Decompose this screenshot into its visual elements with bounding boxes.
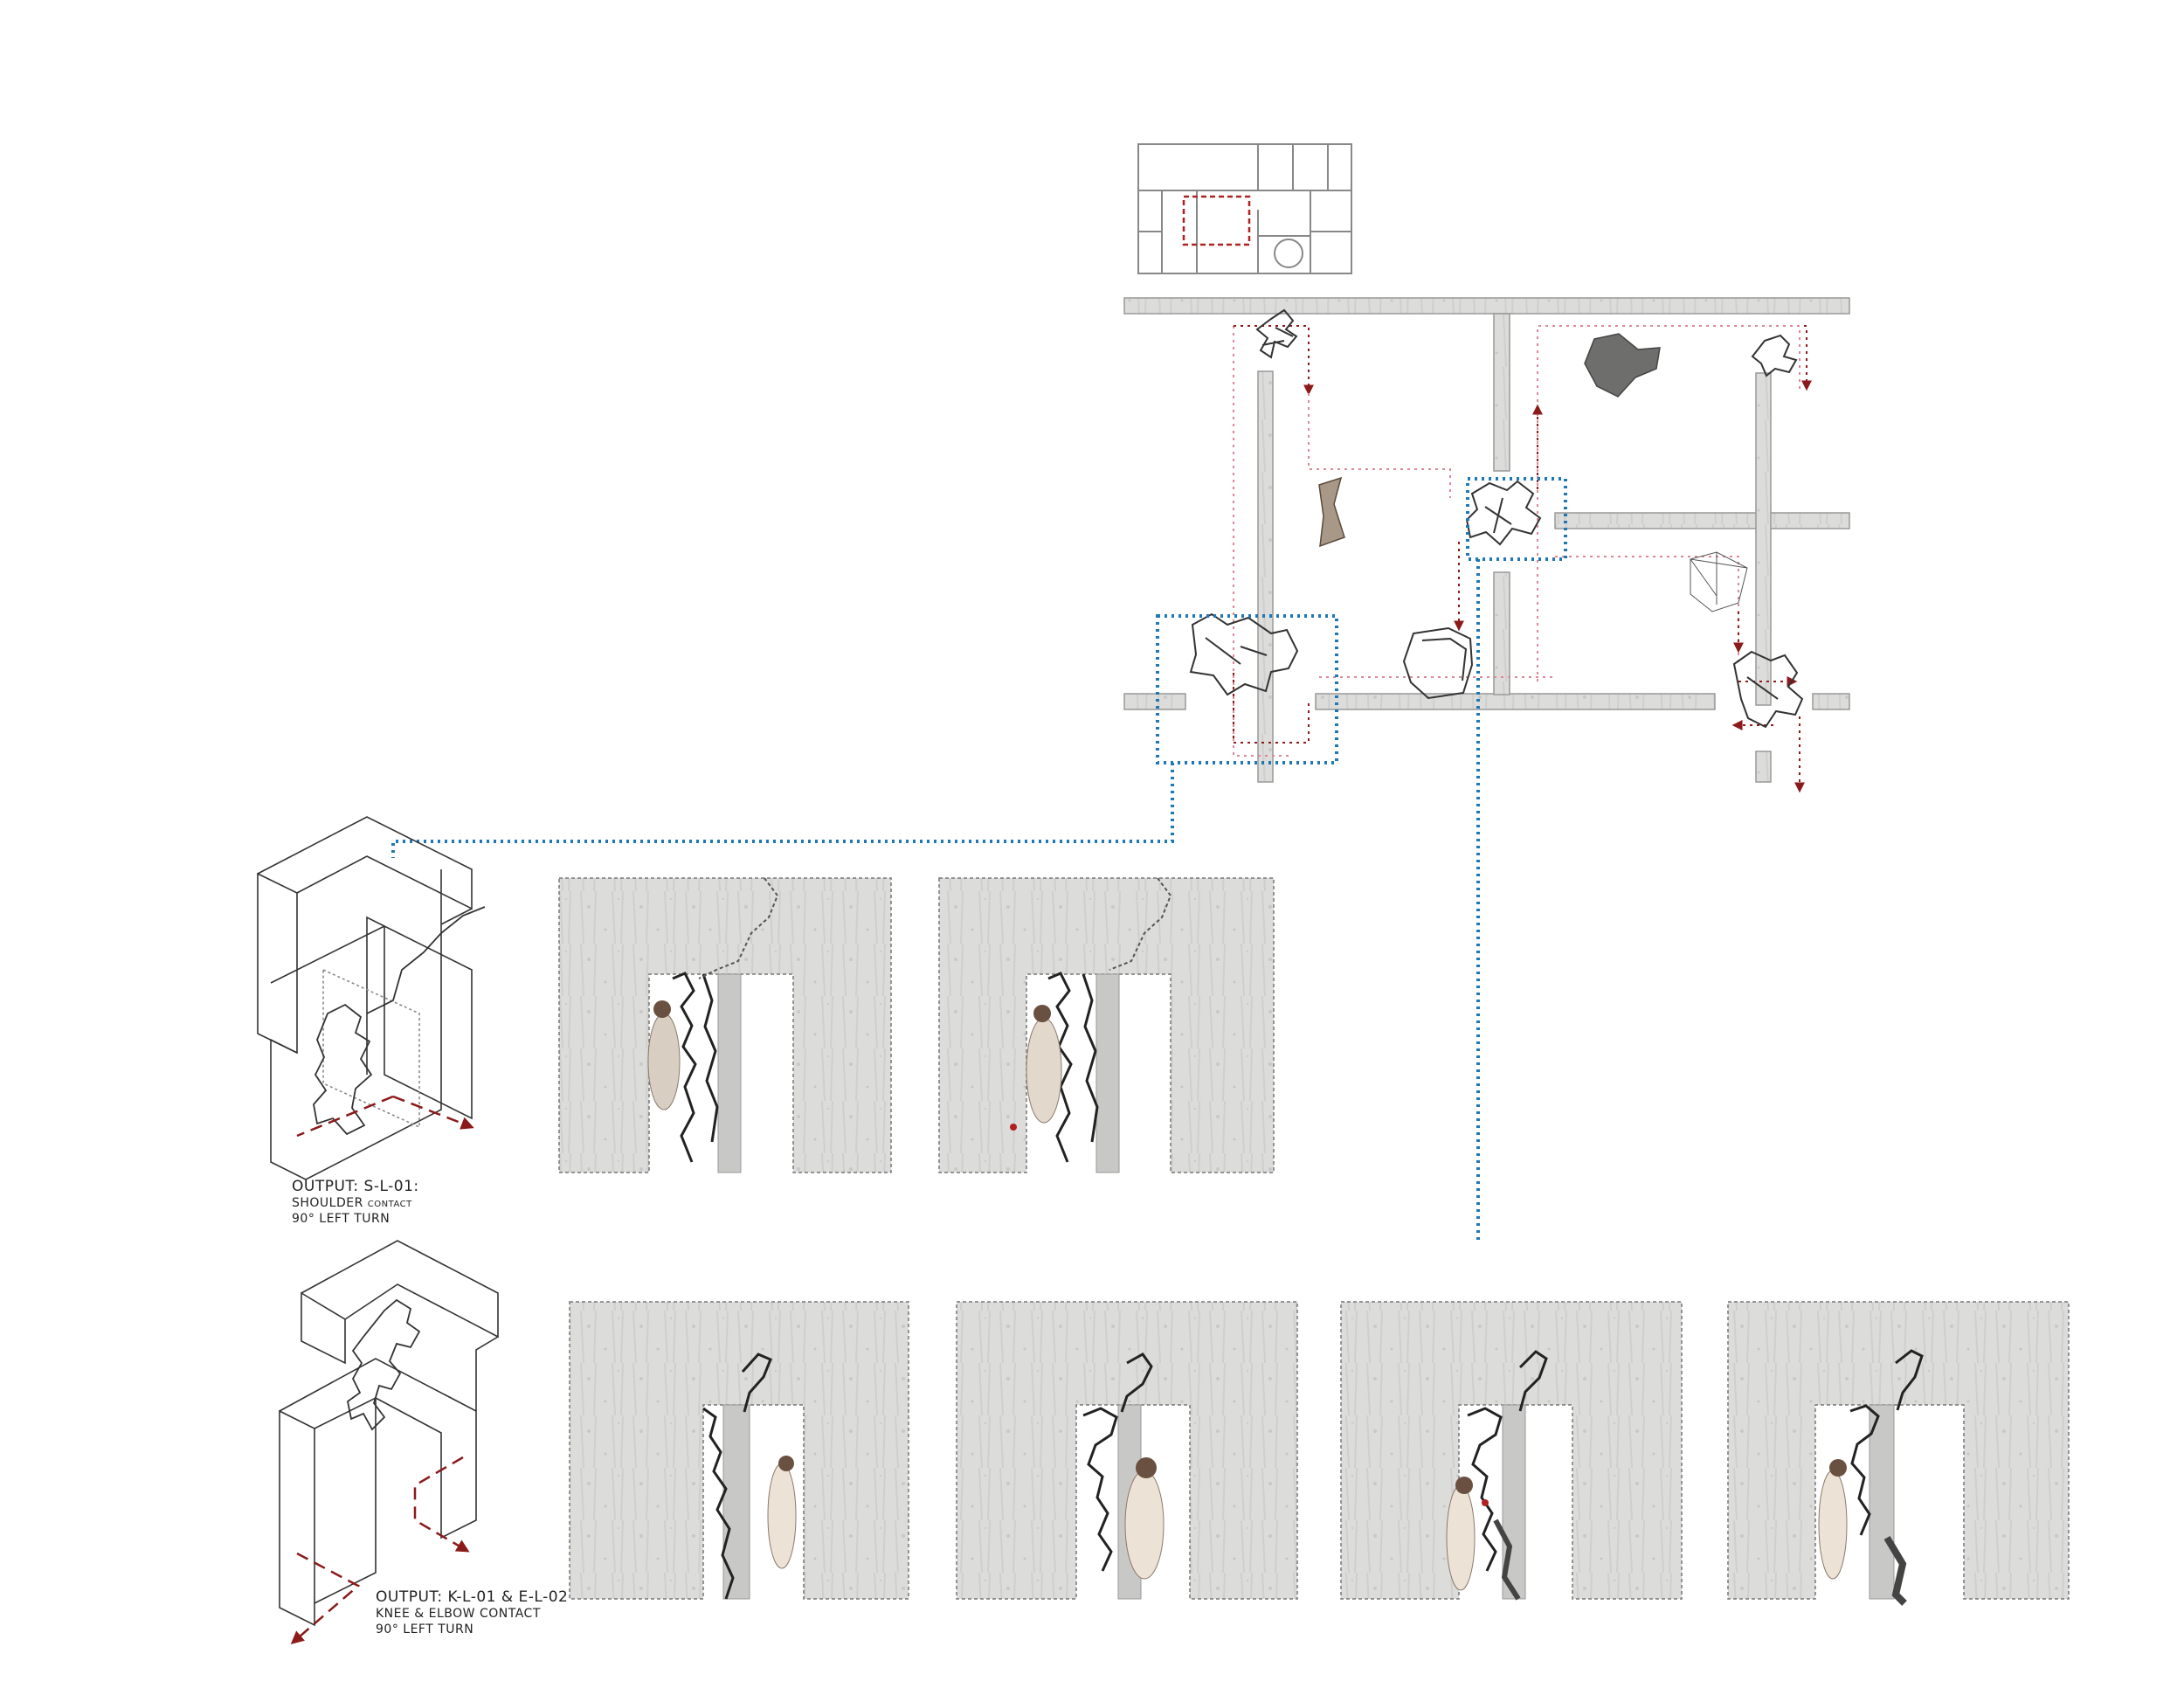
axon-top-arrow (296, 1095, 472, 1136)
callout-leaders (391, 559, 1480, 1241)
axon-bottom-tangle (347, 1298, 421, 1431)
annotation-bottom-line1: OUTPUT: K-L-01 & E-L-02 (376, 1588, 569, 1606)
elevation-panel-1 (558, 877, 892, 1173)
elevation-panel-6 (1727, 1301, 2070, 1606)
key-plan (1137, 143, 1352, 274)
axon-bottom-arrow (413, 1456, 470, 1553)
annotation-top: OUTPUT: S-L-01: SHOULDER contact 90° LEF… (292, 1178, 419, 1227)
elevation-panel-3 (569, 1301, 909, 1600)
plan-walls (1123, 297, 1850, 783)
elevation-panel-2 (938, 877, 1275, 1173)
axon-bottom (279, 1240, 499, 1627)
elevation-panel-5 (1340, 1301, 1683, 1601)
axon-bottom-arrow2 (290, 1552, 361, 1644)
axon-top-tangle (313, 906, 486, 1136)
elevation-panel-4 (956, 1301, 1298, 1600)
tangle-top-right (1751, 334, 1798, 377)
tangle-top-left (1255, 308, 1298, 359)
annotation-bottom-line2: KNEE & ELBOW CONTACT (376, 1607, 541, 1622)
tangle-lower-left (1189, 612, 1299, 696)
axon-top (257, 816, 473, 1180)
key-plan-highlight (1182, 195, 1251, 246)
circulation-paths (1233, 325, 1812, 793)
tangle-center (1465, 480, 1542, 546)
plan-solids (1318, 333, 1748, 612)
annotation-bottom: OUTPUT: K-L-01 & E-L-02 KNEE & ELBOW CON… (376, 1588, 568, 1637)
annotation-top-line1: OUTPUT: S-L-01: (292, 1178, 419, 1195)
annotation-bottom-line3: 90° LEFT TURN (376, 1622, 474, 1636)
plan-installations (1189, 308, 1804, 729)
annotation-top-line2: SHOULDER contact (292, 1196, 412, 1211)
ring-object (1402, 626, 1474, 700)
tangle-lower-right (1732, 650, 1804, 729)
annotation-top-line3: 90° LEFT TURN (292, 1211, 390, 1226)
callout-frames (1156, 477, 1567, 764)
